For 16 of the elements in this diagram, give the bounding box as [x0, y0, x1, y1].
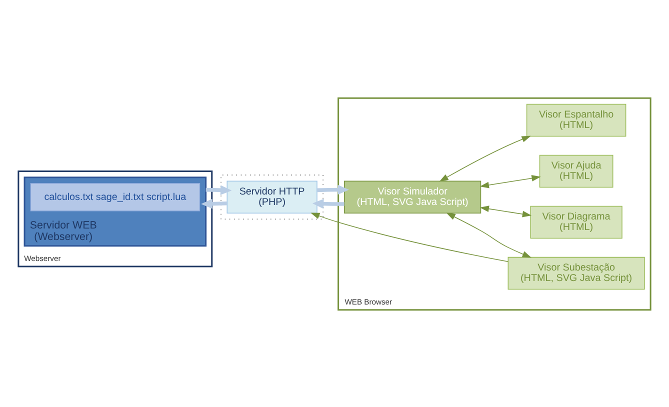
arrow [310, 212, 508, 262]
arrow [439, 135, 531, 182]
node-box: Visor Espantalho (HTML) [526, 103, 626, 136]
node-box: Visor Diagrama (HTML) [530, 205, 622, 238]
arrow [312, 198, 344, 208]
arrow [317, 184, 350, 194]
arrow [480, 174, 541, 188]
arrow [201, 198, 228, 208]
node-box: Visor Subestação (HTML, SVG Java Script) [508, 256, 645, 290]
node-box: Servidor HTTP (PHP) [226, 180, 318, 214]
arrow [446, 212, 532, 258]
node-box: calculos.txt sage_id.txt script.lua [30, 182, 200, 211]
arrow [480, 205, 532, 217]
node-box: Visor Simulador (HTML, SVG Java Script) [344, 180, 482, 214]
arrow [206, 184, 232, 195]
node-box: Visor Ajuda (HTML) [539, 154, 614, 188]
